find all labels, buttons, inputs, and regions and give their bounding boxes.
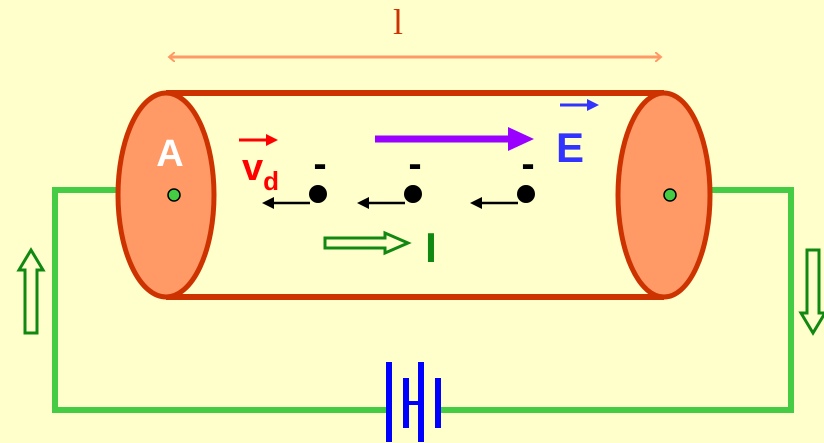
- electron: -: [357, 142, 422, 209]
- current-arrow-inside: I: [323, 224, 437, 271]
- current-label: I: [425, 224, 437, 271]
- electron-dot: [309, 185, 327, 203]
- current-hollow-arrow: [323, 230, 412, 256]
- drift-velocity-label: vd: [239, 134, 279, 196]
- field-vector-arrow-head: [587, 99, 599, 111]
- electron: -: [262, 142, 327, 209]
- electron-dot: [404, 185, 422, 203]
- electron-dot: [517, 185, 535, 203]
- drift-arrow-head: [470, 197, 482, 209]
- length-label: l: [393, 2, 403, 42]
- current-arrow-right-down: [798, 248, 824, 336]
- current-arrow-left-up: [16, 247, 46, 335]
- terminal-left: [167, 188, 181, 202]
- drift-arrow-head: [262, 197, 274, 209]
- svg-text:vd: vd: [242, 147, 279, 196]
- electron-charge-sign: -: [313, 142, 326, 186]
- field-label: E: [556, 99, 599, 171]
- electron: -: [470, 142, 535, 209]
- electron-charge-sign: -: [408, 142, 421, 186]
- drift-arrow-head: [357, 197, 369, 209]
- terminal-right: [663, 188, 677, 202]
- circuit-wire: [52, 187, 794, 413]
- field-arrow-head: [508, 127, 534, 151]
- velocity-vector-arrow-head: [266, 134, 278, 146]
- electron-group: ---: [262, 142, 535, 209]
- field-symbol: E: [556, 124, 584, 171]
- area-label: A: [156, 133, 183, 175]
- velocity-subscript: d: [263, 166, 279, 196]
- end-cap-left: [115, 90, 217, 300]
- electron-charge-sign: -: [521, 142, 534, 186]
- battery: [386, 362, 441, 442]
- velocity-symbol: v: [242, 147, 263, 189]
